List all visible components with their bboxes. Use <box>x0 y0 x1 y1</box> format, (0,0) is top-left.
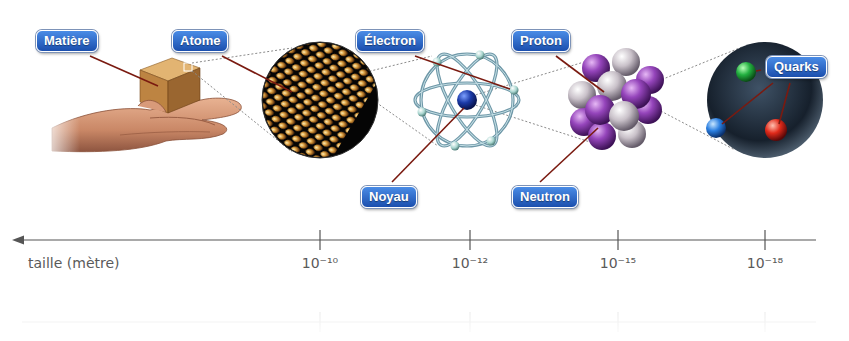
part-label-text: Atome <box>180 33 220 49</box>
leader-lines <box>90 56 790 182</box>
axis-title: taille (mètre) <box>28 254 120 272</box>
part-label: Proton <box>512 30 570 52</box>
tick-label: 10⁻¹⁰ <box>302 254 338 272</box>
part-label: Neutron <box>512 186 578 208</box>
part-label: Électron <box>356 30 424 52</box>
part-label: Matière <box>36 30 98 52</box>
tick-label: 10⁻¹² <box>452 254 488 272</box>
part-label: Quarks <box>766 56 827 78</box>
hand-with-cube <box>40 58 241 160</box>
part-label-text: Quarks <box>774 59 819 75</box>
atom-model <box>415 46 519 153</box>
size-axis <box>12 230 816 250</box>
part-label: Noyau <box>361 186 417 208</box>
part-label-text: Matière <box>44 33 90 49</box>
atomic-lattice <box>260 40 396 162</box>
part-label-text: Neutron <box>520 189 570 205</box>
part-label-text: Noyau <box>369 189 409 205</box>
part-label-text: Électron <box>364 33 416 49</box>
part-label: Atome <box>172 30 228 52</box>
proton-quarks <box>706 42 823 158</box>
tick-label: 10⁻¹⁸ <box>747 254 783 272</box>
part-label-text: Proton <box>520 33 562 49</box>
tick-label: 10⁻¹⁵ <box>600 254 636 272</box>
nucleus-cluster <box>568 48 664 150</box>
